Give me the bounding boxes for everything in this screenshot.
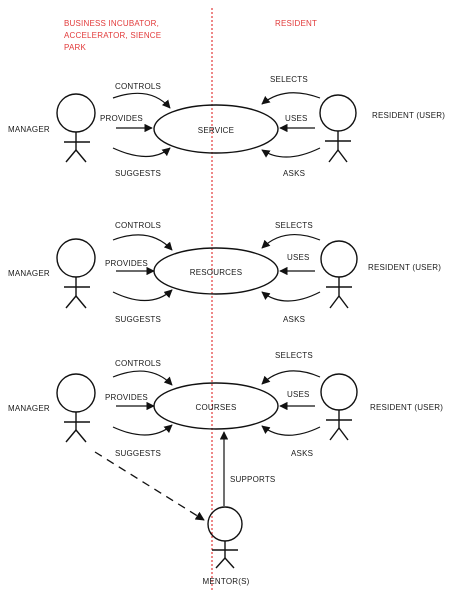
manager-label: MANAGER <box>8 404 50 413</box>
row-resources: MANAGER RESOURCES CONTROLS PROVIDES SUGG… <box>8 221 441 324</box>
use-case-label: RESOURCES <box>190 268 242 277</box>
verb-provides: PROVIDES <box>100 114 143 123</box>
suggests-arrow <box>112 424 173 436</box>
verb-selects: SELECTS <box>270 75 308 84</box>
row-courses: MANAGER COURSES CONTROLS PROVIDES SUGGES… <box>8 351 443 458</box>
verb-asks: ASKS <box>291 449 313 458</box>
verb-uses: USES <box>285 114 308 123</box>
resident-label: RESIDENT (USER) <box>368 263 441 272</box>
controls-arrow <box>112 370 173 386</box>
verb-selects: SELECTS <box>275 351 313 360</box>
manager-actor <box>56 373 96 443</box>
selects-arrow <box>261 234 321 249</box>
verb-uses: USES <box>287 390 310 399</box>
mentor-section: MENTOR(S) SUPPORTS <box>94 431 275 586</box>
asks-arrow <box>261 147 321 158</box>
asks-arrow <box>261 291 321 302</box>
verb-provides: PROVIDES <box>105 393 148 402</box>
selects-arrow <box>261 92 321 105</box>
left-heading-line-3: PARK <box>64 43 86 52</box>
verb-asks: ASKS <box>283 315 305 324</box>
manager-label: MANAGER <box>8 269 50 278</box>
left-heading-line-1: BUSINESS INCUBATOR, <box>64 19 159 28</box>
manager-label: MANAGER <box>8 125 50 134</box>
row-service: MANAGER SERVICE CONTROLS PROVIDES SUGGES… <box>8 75 445 178</box>
verb-controls: CONTROLS <box>115 221 161 230</box>
resident-actor <box>319 94 357 163</box>
verb-provides: PROVIDES <box>105 259 148 268</box>
left-heading-line-2: ACCELERATOR, SIENCE <box>64 31 161 40</box>
resident-label: RESIDENT (USER) <box>372 111 445 120</box>
controls-arrow <box>112 234 173 251</box>
right-heading: RESIDENT <box>275 19 317 28</box>
use-case-label: SERVICE <box>198 126 234 135</box>
verb-suggests: SUGGESTS <box>115 315 161 324</box>
verb-controls: CONTROLS <box>115 82 161 91</box>
manager-to-mentor-dashed-arrow <box>94 451 205 521</box>
verb-selects: SELECTS <box>275 221 313 230</box>
suggests-arrow <box>112 289 173 302</box>
verb-suggests: SUGGESTS <box>115 449 161 458</box>
resident-label: RESIDENT (USER) <box>370 403 443 412</box>
resident-actor <box>320 373 358 441</box>
verb-uses: USES <box>287 253 310 262</box>
manager-actor <box>56 238 96 309</box>
mentor-label: MENTOR(S) <box>203 577 250 586</box>
mentor-actor <box>207 506 243 569</box>
verb-suggests: SUGGESTS <box>115 169 161 178</box>
verb-controls: CONTROLS <box>115 359 161 368</box>
suggests-arrow <box>112 147 171 158</box>
manager-actor <box>56 93 96 163</box>
asks-arrow <box>261 425 321 436</box>
resident-actor <box>320 240 358 309</box>
selects-arrow <box>261 370 321 385</box>
verb-asks: ASKS <box>283 169 305 178</box>
controls-arrow <box>112 92 171 109</box>
supports-label: SUPPORTS <box>230 475 275 484</box>
use-case-label: COURSES <box>196 403 237 412</box>
use-case-service <box>153 104 279 154</box>
